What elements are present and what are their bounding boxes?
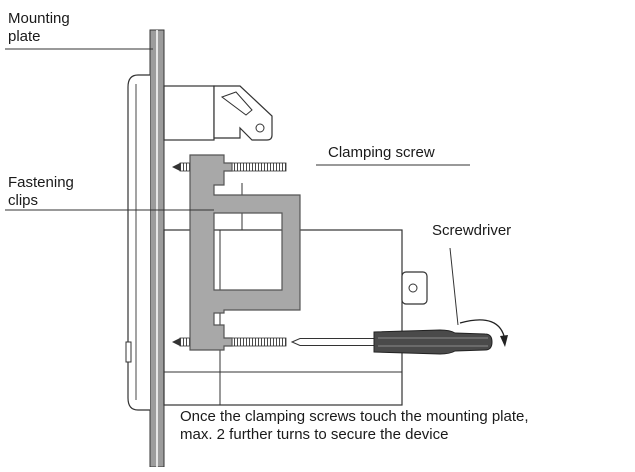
label-mounting-plate-line-1: Mounting — [8, 10, 70, 27]
label-screwdriver: Screwdriver — [432, 222, 512, 239]
top-connector-hole — [255, 123, 265, 133]
label-fastening-clips-line-1: Fastening — [8, 174, 74, 191]
fastening-clip — [189, 154, 301, 351]
label-mounting-plate-line-2: plate — [8, 28, 41, 45]
label-fastening-clips-line-2: clips — [8, 192, 39, 209]
label-clamping-screw: Clamping screw — [328, 144, 435, 161]
screwdriver — [290, 329, 493, 355]
label-mounting-plate: Mounting plate — [8, 10, 70, 46]
leader-screwdriver — [449, 247, 459, 326]
instruction-note: Once the clamping screws touch the mount… — [180, 408, 529, 444]
device-housing-upper — [163, 85, 215, 141]
instruction-note-line-2: max. 2 further turns to secure the devic… — [180, 426, 449, 443]
front-bezel — [127, 74, 150, 411]
label-fastening-clips: Fastening clips — [8, 174, 74, 210]
bezel-button — [125, 341, 132, 363]
instruction-note-line-1: Once the clamping screws touch the mount… — [180, 408, 529, 425]
